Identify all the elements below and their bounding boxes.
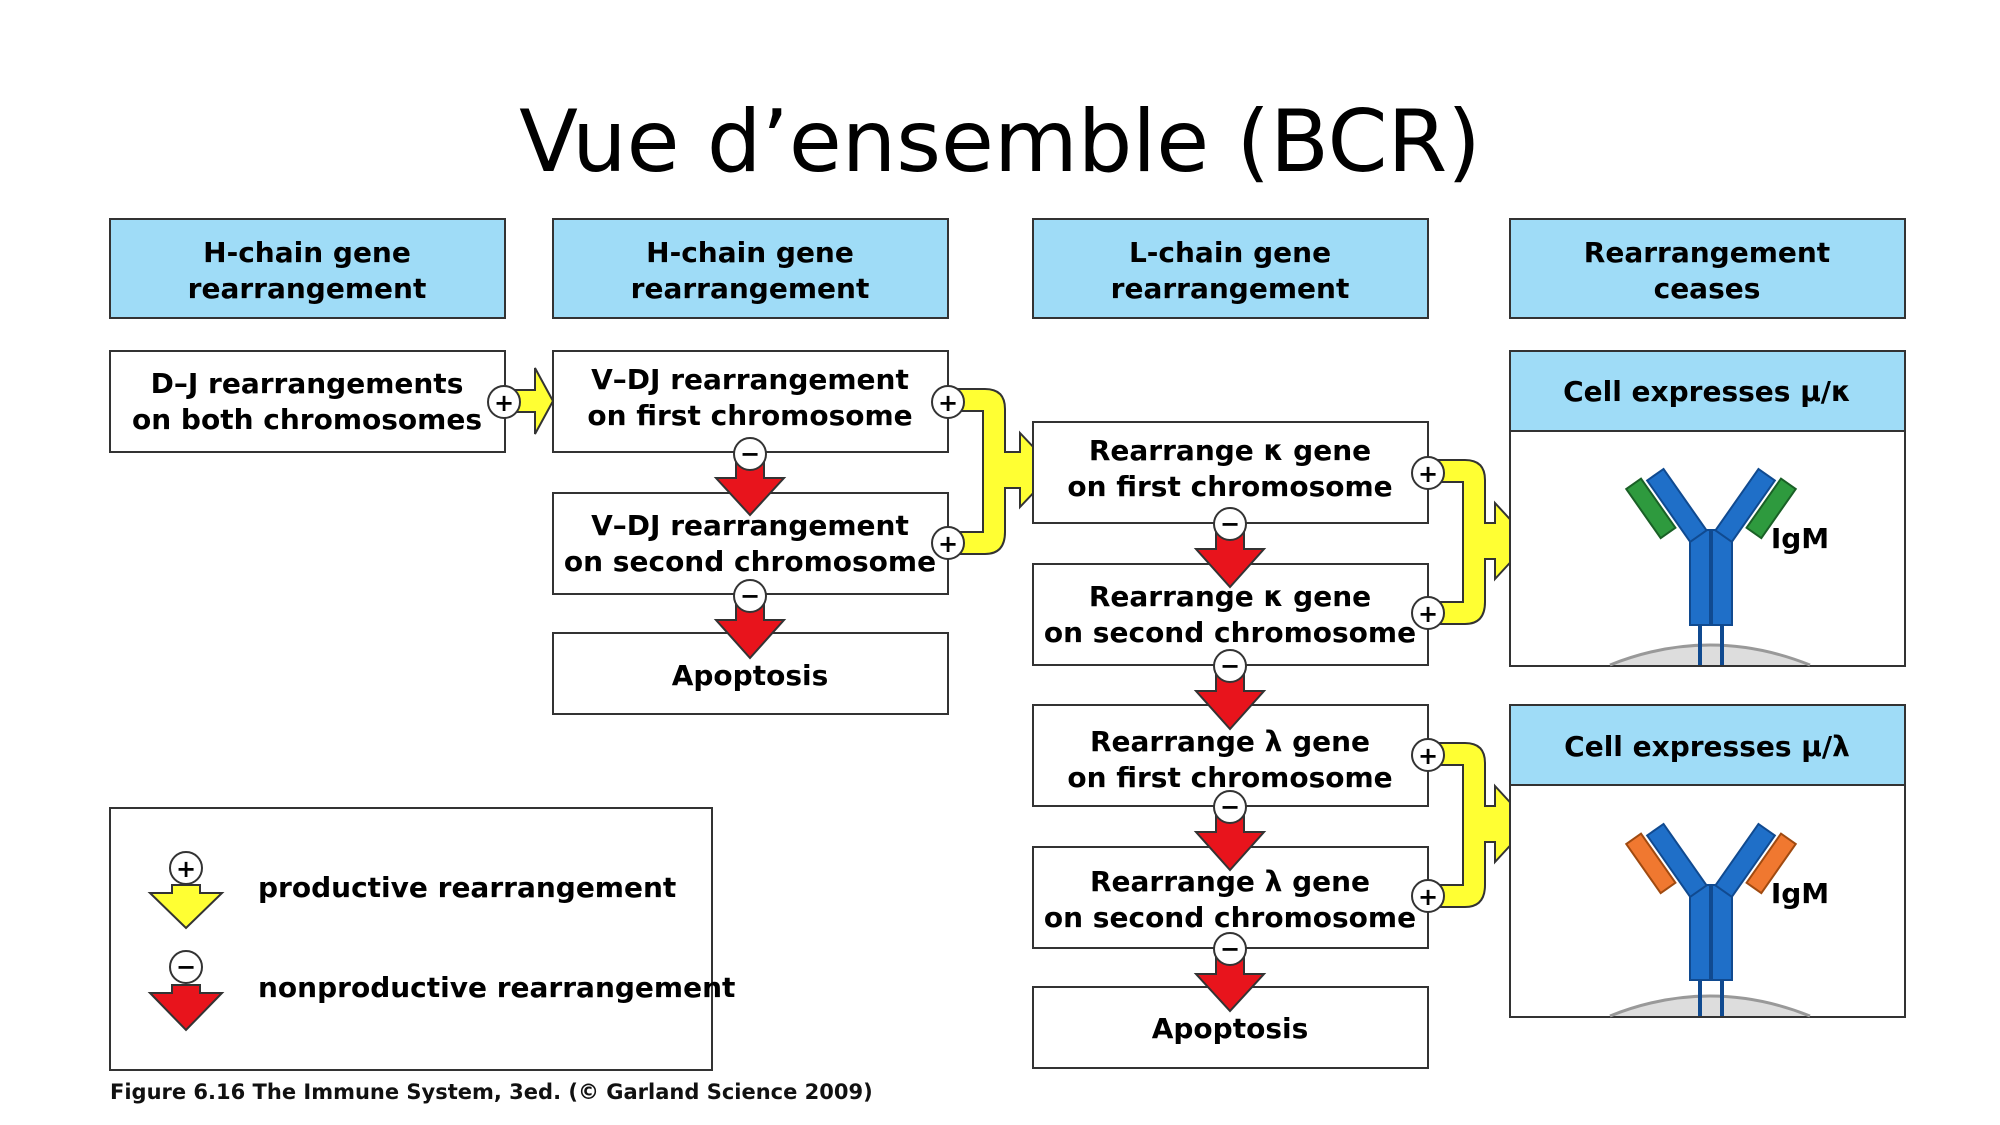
svg-text:+: + xyxy=(1418,460,1438,488)
step-label: on first chromosome xyxy=(1067,761,1392,794)
minus-icon: − xyxy=(1213,790,1247,824)
svg-text:+: + xyxy=(494,389,514,417)
plus-icon: + xyxy=(1411,456,1445,490)
figure-caption: Figure 6.16 The Immune System, 3ed. (© G… xyxy=(110,1080,873,1104)
minus-icon: − xyxy=(733,437,767,471)
step-label: Apoptosis xyxy=(1152,1012,1309,1045)
step-label: on second chromosome xyxy=(564,545,936,578)
minus-icon: − xyxy=(733,579,767,613)
igm-antibody-icon xyxy=(1624,822,1798,1016)
header-label: H-chain gene xyxy=(203,236,411,269)
step-label: Rearrange λ gene xyxy=(1090,725,1370,758)
svg-text:+: + xyxy=(1418,883,1438,911)
step-kappa-first: Rearrange κ gene on first chromosome xyxy=(1032,421,1429,524)
step-label: Apoptosis xyxy=(672,659,829,692)
outcome-title: Cell expresses μ/κ xyxy=(1563,375,1851,408)
productive-bracket-kappa xyxy=(1427,459,1532,625)
legend-nonproductive-icon: − xyxy=(147,950,225,1032)
svg-text:−: − xyxy=(1220,935,1240,963)
svg-text:−: − xyxy=(740,582,760,610)
slide-title: Vue d’ensemble (BCR) xyxy=(519,92,1481,192)
productive-bracket-lambda xyxy=(1427,742,1532,908)
svg-text:−: − xyxy=(1220,652,1240,680)
plus-icon: + xyxy=(1411,738,1445,772)
header-label: ceases xyxy=(1654,272,1761,305)
nonproductive-arrow xyxy=(1193,957,1267,1013)
header-label: rearrangement xyxy=(1111,272,1350,305)
header-l-chain: L-chain gene rearrangement xyxy=(1032,218,1429,319)
outcome-mu-lambda: Cell expresses μ/λ IgM xyxy=(1509,704,1906,1018)
svg-text:+: + xyxy=(1418,600,1438,628)
nonproductive-arrow xyxy=(713,461,787,517)
header-label: L-chain gene xyxy=(1129,236,1331,269)
legend-productive-icon: + xyxy=(147,851,225,930)
outcome-title: Cell expresses μ/λ xyxy=(1564,730,1850,763)
svg-text:+: + xyxy=(1418,742,1438,770)
header-label: H-chain gene xyxy=(646,236,854,269)
svg-text:−: − xyxy=(176,953,196,981)
outcome-mu-kappa: Cell expresses μ/κ IgM xyxy=(1509,350,1906,667)
nonproductive-arrow xyxy=(1193,815,1267,872)
step-label: D–J rearrangements xyxy=(151,367,464,400)
header-label: rearrangement xyxy=(188,272,427,305)
step-label: on both chromosomes xyxy=(132,403,482,436)
plus-icon: + xyxy=(1411,596,1445,630)
header-label: Rearrangement xyxy=(1584,236,1830,269)
step-label: on first chromosome xyxy=(1067,470,1392,503)
plus-icon: + xyxy=(931,385,965,419)
minus-icon: − xyxy=(1213,649,1247,683)
legend: + productive rearrangement − nonproducti… xyxy=(109,807,735,1071)
legend-nonproductive-label: nonproductive rearrangement xyxy=(258,971,735,1004)
legend-productive-label: productive rearrangement xyxy=(258,871,676,904)
plus-icon: + xyxy=(1411,879,1445,913)
minus-icon: − xyxy=(1213,507,1247,541)
nonproductive-arrow xyxy=(713,603,787,660)
plus-icon: + xyxy=(931,526,965,560)
step-label: on second chromosome xyxy=(1044,901,1416,934)
nonproductive-arrow xyxy=(1193,532,1267,589)
svg-text:+: + xyxy=(938,530,958,558)
svg-text:−: − xyxy=(1220,793,1240,821)
header-h-chain-dj: H-chain gene rearrangement xyxy=(109,218,506,319)
igm-label: IgM xyxy=(1771,877,1829,910)
svg-text:−: − xyxy=(740,440,760,468)
step-vdj-first: V–DJ rearrangement on first chromosome xyxy=(552,350,949,453)
step-dj-rearrangement: D–J rearrangements on both chromosomes xyxy=(109,350,506,453)
plus-icon: + xyxy=(487,385,521,419)
svg-text:−: − xyxy=(1220,510,1240,538)
svg-text:+: + xyxy=(176,855,196,883)
nonproductive-arrow xyxy=(1193,674,1267,731)
productive-bracket-h xyxy=(947,388,1057,555)
step-label: on first chromosome xyxy=(587,399,912,432)
svg-text:+: + xyxy=(938,389,958,417)
step-label: V–DJ rearrangement xyxy=(591,363,909,396)
header-label: rearrangement xyxy=(631,272,870,305)
igm-antibody-icon xyxy=(1624,467,1798,665)
minus-icon: − xyxy=(1213,932,1247,966)
header-ceases: Rearrangement ceases xyxy=(1509,218,1906,319)
igm-label: IgM xyxy=(1771,522,1829,555)
header-h-chain-vdj: H-chain gene rearrangement xyxy=(552,218,949,319)
step-label: Rearrange κ gene xyxy=(1089,434,1371,467)
step-label: on second chromosome xyxy=(1044,616,1416,649)
